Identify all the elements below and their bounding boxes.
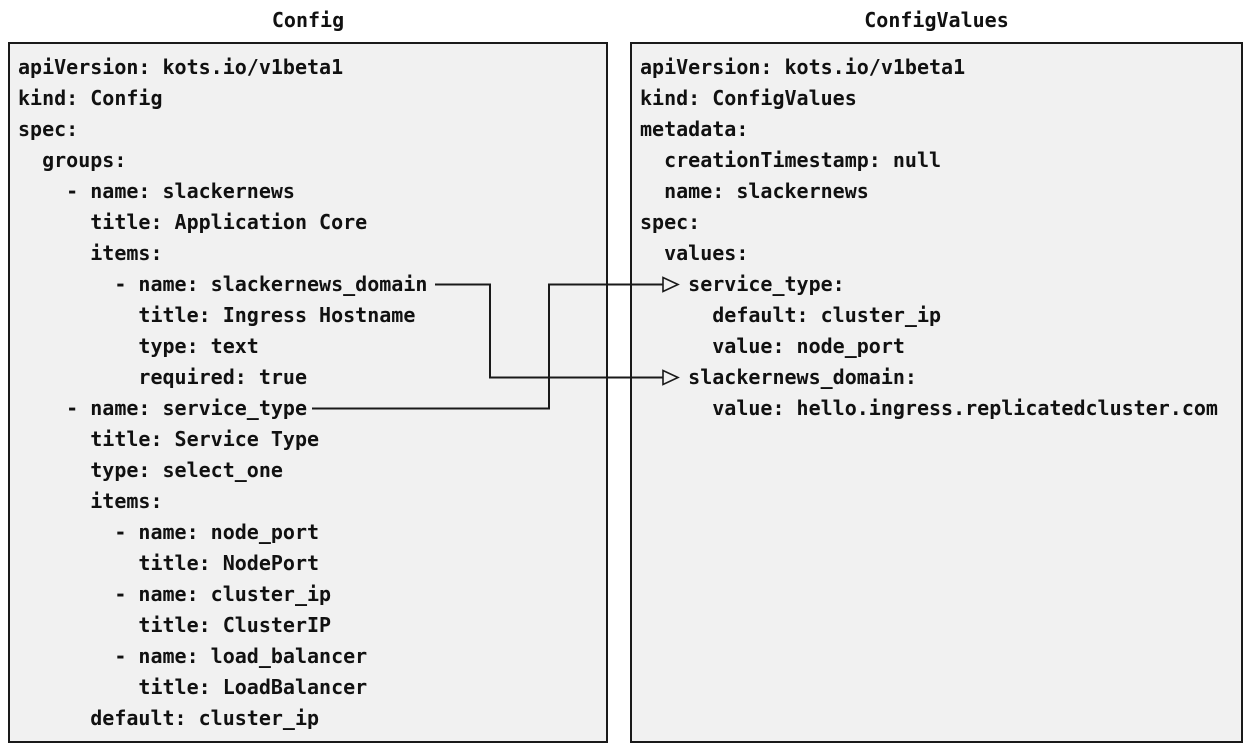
config-yaml-code: apiVersion: kots.io/v1beta1 kind: Config…: [18, 55, 428, 730]
configvalues-yaml-code: apiVersion: kots.io/v1beta1 kind: Config…: [640, 55, 1218, 420]
config-yaml-box: apiVersion: kots.io/v1beta1 kind: Config…: [8, 42, 608, 743]
configvalues-yaml-box: apiVersion: kots.io/v1beta1 kind: Config…: [630, 42, 1243, 743]
configvalues-panel-title: ConfigValues: [864, 8, 1009, 32]
config-panel-title: Config: [271, 8, 345, 32]
